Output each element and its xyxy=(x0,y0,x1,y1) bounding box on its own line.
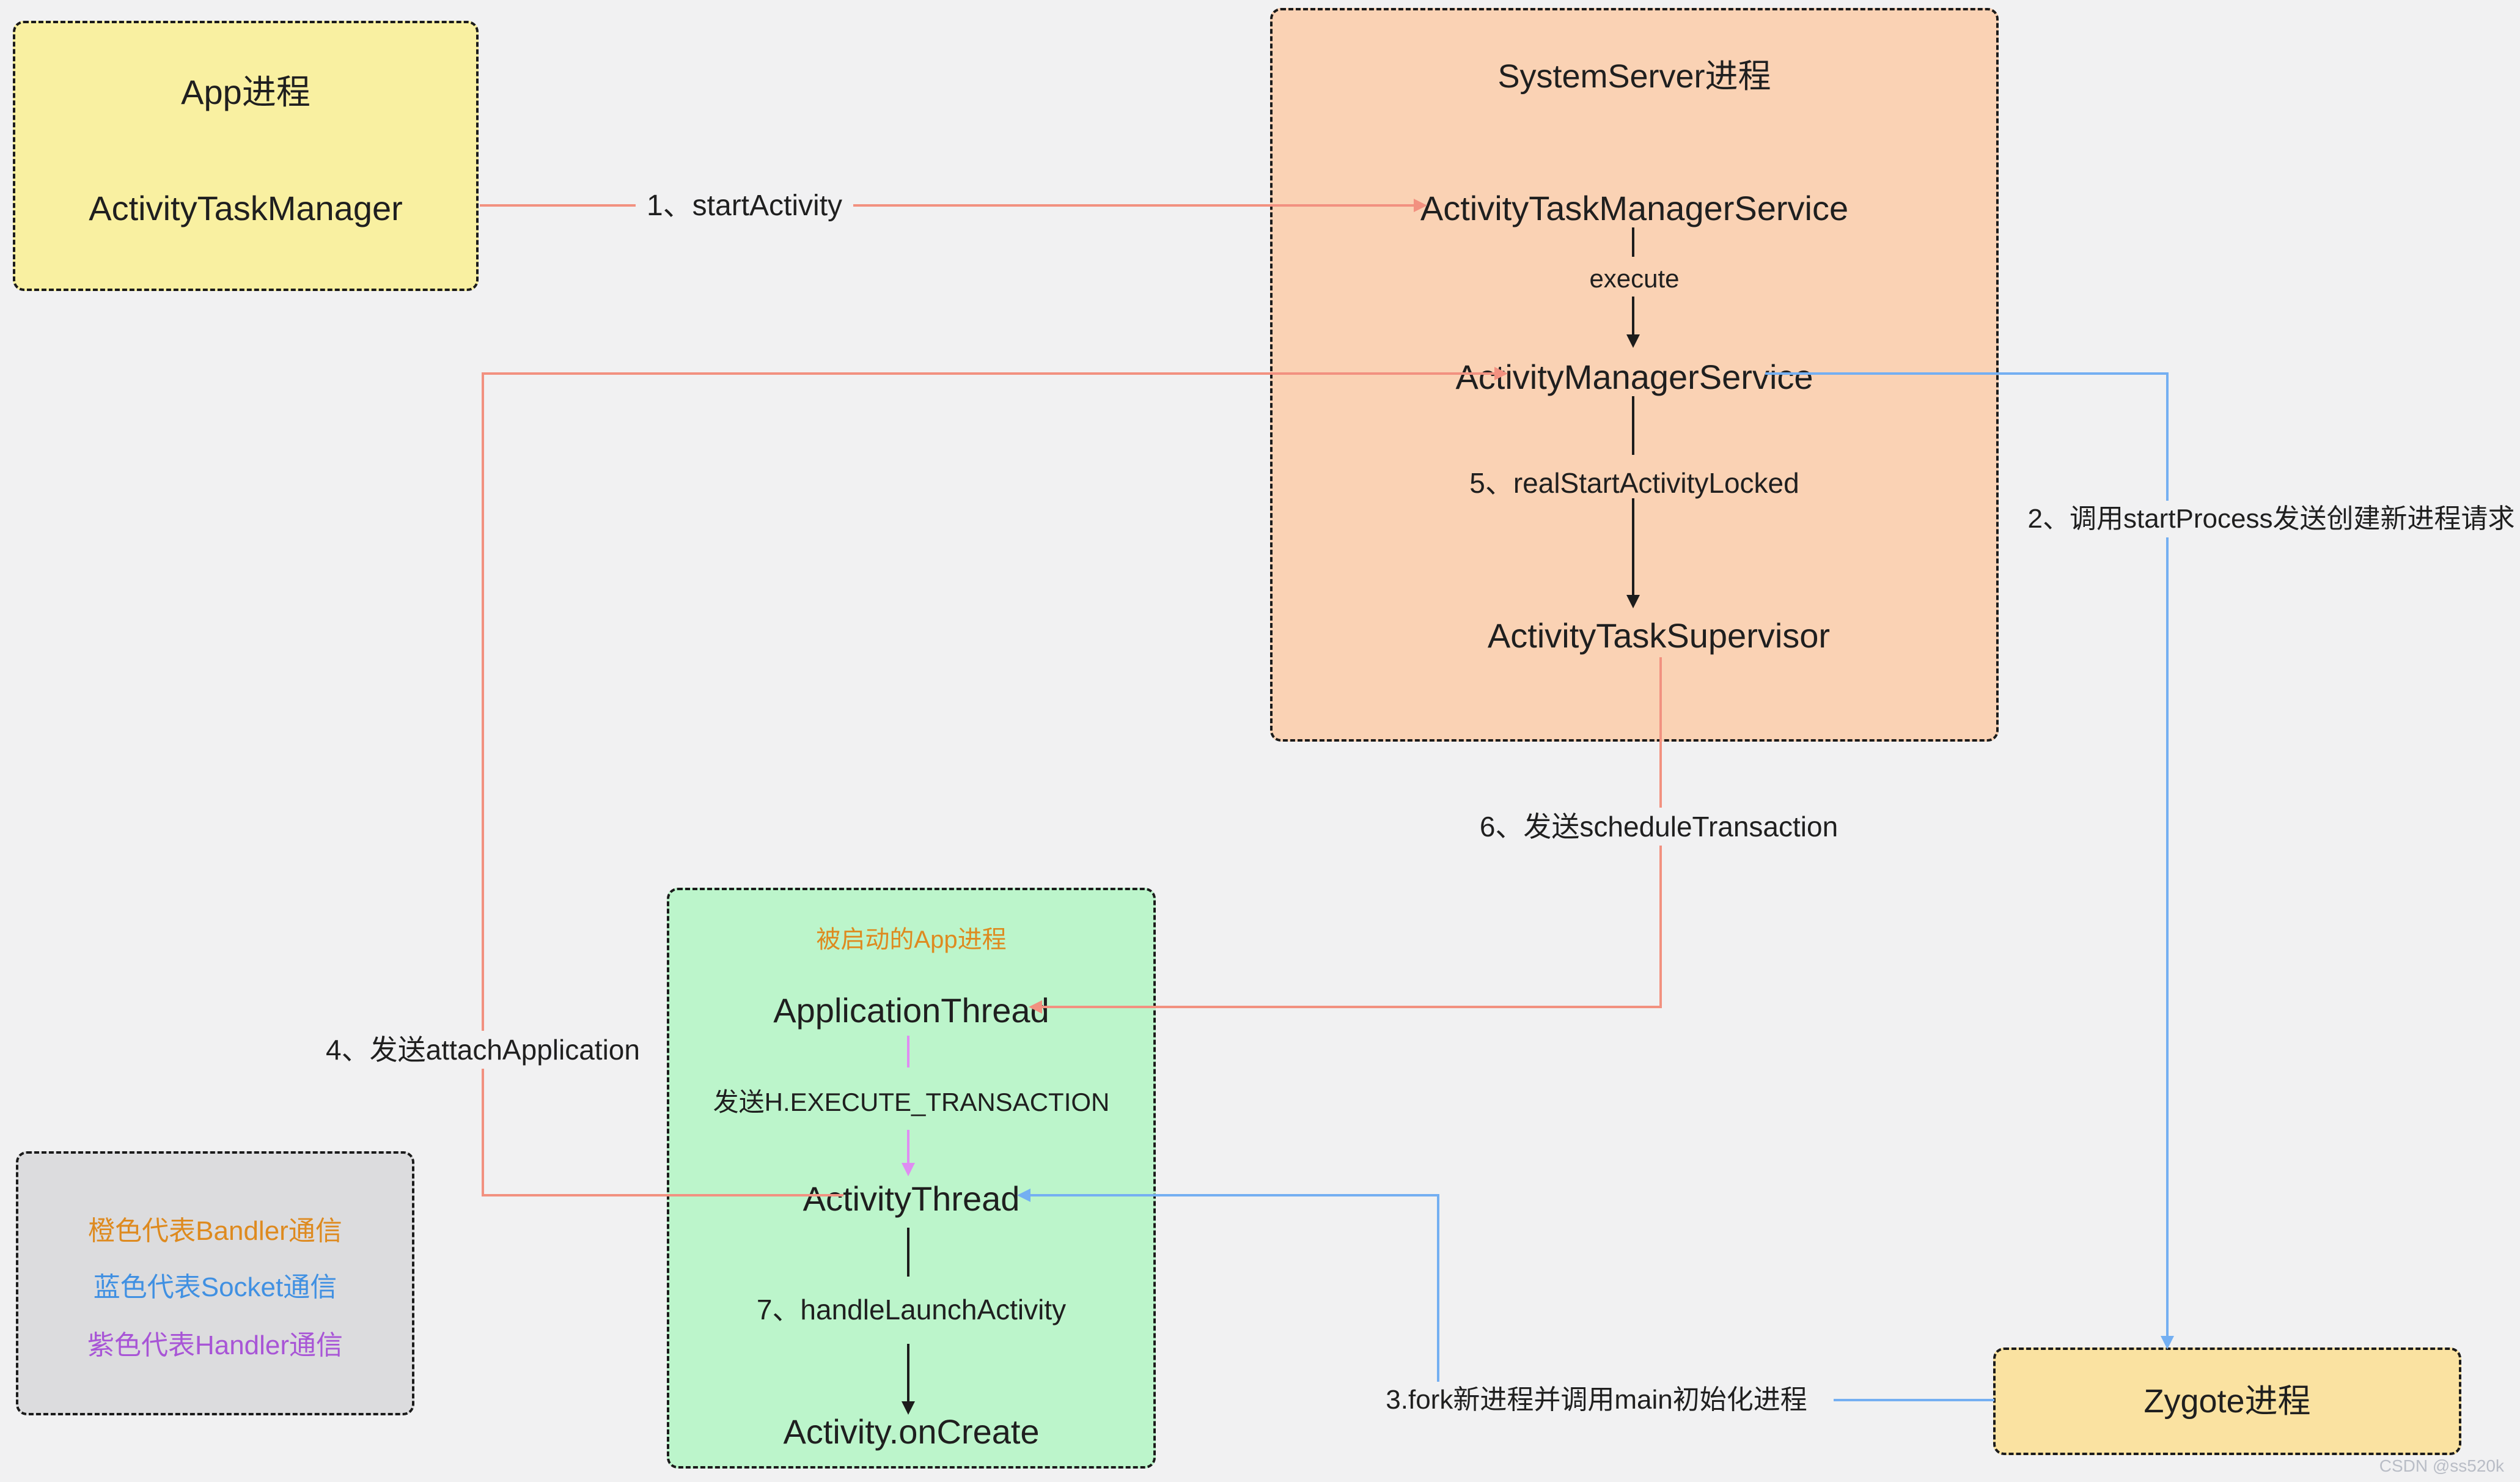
label-execute-transaction: 发送H.EXECUTE_TRANSACTION xyxy=(713,1088,1110,1116)
app-process-title: App进程 xyxy=(181,73,310,111)
node-activity-task-manager-service: ActivityTaskManagerService xyxy=(1420,189,1849,227)
edge-step6-horizontal-to-appthread xyxy=(1042,1006,1662,1008)
edge-label-step6: 6、发送scheduleTransaction xyxy=(1468,808,1850,846)
edge-label-step4: 4、发送attachApplication xyxy=(315,1031,651,1069)
arrowhead-step2-into-zygote xyxy=(2161,1336,2174,1349)
app-process-box: App进程 ActivityTaskManager xyxy=(13,21,479,291)
arrow-handlelaunch-to-oncreate-line xyxy=(907,1344,909,1401)
arrowhead-executetransaction-to-activitythread xyxy=(902,1163,915,1176)
edge-step4-horizontal-to-ams xyxy=(482,372,1494,375)
csdn-watermark: CSDN @ss520k xyxy=(2379,1456,2504,1475)
node-activity-task-supervisor: ActivityTaskSupervisor xyxy=(1487,616,1831,655)
legend-item-binder-orange: 橙色代表Bandler通信 xyxy=(88,1216,342,1246)
edge-step2-horizontal-from-ams xyxy=(1765,372,2169,375)
node-application-thread: ApplicationThread xyxy=(773,991,1049,1030)
node-activity-thread: ActivityThread xyxy=(803,1179,1020,1218)
system-server-box: SystemServer进程 ActivityTaskManagerServic… xyxy=(1270,8,1999,742)
line-atms-to-execute xyxy=(1632,227,1634,257)
arrowhead-step1-into-atms xyxy=(1414,199,1427,212)
edge-step3-vertical xyxy=(1437,1194,1439,1400)
arrow-execute-to-ams-line xyxy=(1632,297,1634,334)
edge-step4-horizontal-from-activitythread xyxy=(482,1194,843,1196)
edge-step1-startactivity xyxy=(480,204,1414,207)
new-app-process-box: 被启动的App进程 ApplicationThread 发送H.EXECUTE_… xyxy=(667,888,1156,1469)
system-server-title: SystemServer进程 xyxy=(1497,58,1771,95)
arrowhead-step4-into-ams xyxy=(1494,367,1508,380)
zygote-process-title: Zygote进程 xyxy=(2143,1383,2311,1420)
node-activity-oncreate: Activity.onCreate xyxy=(783,1412,1040,1451)
label-execute: execute xyxy=(1589,264,1680,293)
arrowhead-step6-into-appthread xyxy=(1029,1000,1042,1014)
edge-step4-vertical xyxy=(482,372,484,1196)
arrowhead-execute-to-ams xyxy=(1626,334,1640,348)
arrowhead-handlelaunch-to-oncreate xyxy=(902,1401,915,1415)
legend-item-handler-purple: 紫色代表Handler通信 xyxy=(87,1330,343,1360)
edge-label-step3: 3.fork新进程并调用main初始化进程 xyxy=(1375,1382,1818,1418)
label-real-start-activity-locked: 5、realStartActivityLocked xyxy=(1469,467,1799,499)
arrow-realstart-to-supervisor-line xyxy=(1632,498,1634,595)
node-activity-manager-service: ActivityManagerService xyxy=(1455,358,1813,396)
legend-item-socket-blue: 蓝色代表Socket通信 xyxy=(93,1272,337,1302)
new-app-process-title: 被启动的App进程 xyxy=(816,926,1007,953)
edge-step3-horizontal-to-activitythread xyxy=(1030,1194,1438,1196)
zygote-process-box: Zygote进程 xyxy=(1993,1347,2461,1455)
edge-label-step1: 1、startActivity xyxy=(635,188,854,224)
edge-label-step2: 2、调用startProcess发送创建新进程请求 xyxy=(2016,501,2520,537)
legend-box: 橙色代表Bandler通信 蓝色代表Socket通信 紫色代表Handler通信 xyxy=(16,1151,414,1415)
arrowhead-realstart-to-supervisor xyxy=(1626,595,1640,608)
arrowhead-step3-into-activitythread xyxy=(1017,1189,1030,1202)
line-activitythread-to-handlelaunch xyxy=(907,1228,909,1277)
edge-step2-vertical-to-zygote xyxy=(2166,372,2169,1337)
arrow-executetransaction-to-activitythread-line xyxy=(907,1130,909,1163)
label-handle-launch-activity: 7、handleLaunchActivity xyxy=(756,1294,1067,1325)
line-ams-to-realstart xyxy=(1632,396,1634,455)
node-activity-task-manager: ActivityTaskManager xyxy=(89,189,403,227)
line-appthread-to-executetransaction xyxy=(907,1036,909,1067)
edge-step3-horizontal-from-zygote xyxy=(1834,1399,1994,1401)
